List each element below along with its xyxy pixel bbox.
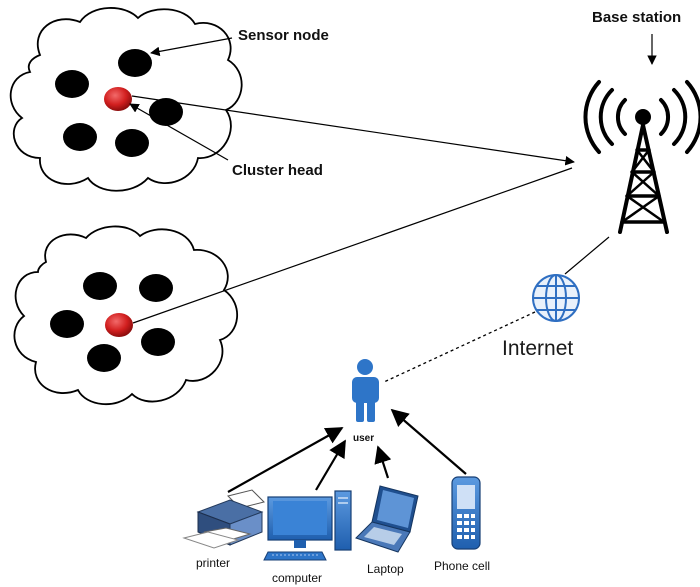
link-internet-user (383, 311, 536, 383)
base-station-label: Base station (592, 9, 681, 26)
radio-tower-icon (583, 80, 700, 234)
link-base-station-internet (564, 236, 610, 275)
phone-cell-label: Phone cell (434, 559, 490, 573)
link-laptop-user (374, 445, 392, 479)
sensor-node (63, 123, 97, 151)
person-icon (352, 359, 379, 422)
sensor-node (118, 49, 152, 77)
mobile-phone-icon (451, 476, 481, 550)
link-ch2-base-station (132, 167, 573, 324)
laptop-label: Laptop (367, 562, 404, 576)
sensor-cluster-2 (13, 225, 239, 406)
link-ch1-base-station (131, 95, 575, 166)
sensor-node (115, 129, 149, 157)
sensor-node (83, 272, 117, 300)
laptop-icon (355, 485, 419, 553)
cluster-head (105, 313, 133, 337)
link-printer-user (227, 427, 344, 493)
sensor-node (50, 310, 84, 338)
internet-label: Internet (502, 337, 573, 360)
sensor-node-pointer (150, 37, 233, 57)
cluster-head-label: Cluster head (232, 162, 323, 179)
sensor-node (55, 70, 89, 98)
printer-label: printer (196, 556, 230, 570)
sensor-node (87, 344, 121, 372)
link-computer-user (315, 439, 346, 491)
globe-icon (532, 274, 580, 322)
printer-icon (182, 489, 265, 549)
computer-label: computer (272, 571, 322, 585)
sensor-node (139, 274, 173, 302)
sensor-node (141, 328, 175, 356)
user-label: user (353, 433, 374, 444)
cluster-head-pointer (129, 103, 229, 161)
sensor-node (149, 98, 183, 126)
cluster-head (104, 87, 132, 111)
sensor-cluster-1 (9, 7, 243, 192)
link-phone-user (390, 408, 467, 475)
desktop-computer-icon (263, 490, 352, 561)
sensor-node-label: Sensor node (238, 27, 329, 44)
